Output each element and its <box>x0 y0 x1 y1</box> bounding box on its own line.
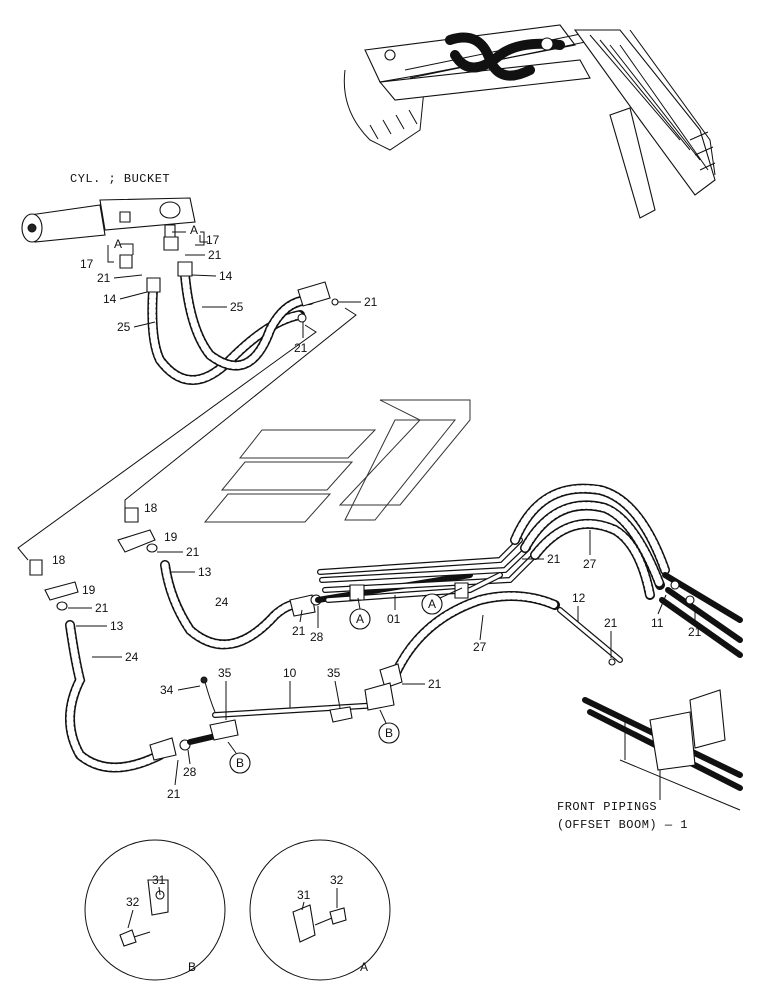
callout-balloon-b1: B <box>227 741 251 774</box>
part-21: 21 <box>186 545 200 559</box>
leader-25 <box>133 321 156 328</box>
leader-14 <box>191 274 217 277</box>
part-28: 28 <box>183 765 197 779</box>
leader-35 <box>334 680 341 709</box>
part-18: 18 <box>52 553 66 567</box>
leader-a-left <box>107 243 134 263</box>
caption-line-2: (OFFSET BOOM) — 1 <box>557 818 688 832</box>
part-14: 14 <box>103 292 117 306</box>
part-19: 19 <box>82 583 96 597</box>
detail-a-part-32: 32 <box>330 873 344 887</box>
part-25: 25 <box>117 320 131 334</box>
part-11: 11 <box>651 616 664 630</box>
leader-14 <box>119 291 148 300</box>
left-hose-24-lower <box>29 559 223 773</box>
part-13: 13 <box>110 619 124 633</box>
part-01: 01 <box>387 612 401 626</box>
bucket-cylinder-illustration <box>21 197 196 243</box>
callout-a: A <box>190 223 198 237</box>
detail-a-letter: A <box>360 960 368 974</box>
part-17: 17 <box>80 257 94 271</box>
callout-balloon-b2: B <box>378 709 400 744</box>
leader-a-right <box>172 231 205 246</box>
part-35: 35 <box>218 666 232 680</box>
part-19: 19 <box>164 530 178 544</box>
detail-a-part-31: 31 <box>297 888 311 902</box>
leader-34 <box>177 685 201 691</box>
part-21: 21 <box>95 601 109 615</box>
boom-clamp-illustration <box>582 689 743 811</box>
detail-b-part-31: 31 <box>152 873 166 887</box>
right-hoses-27 <box>379 483 743 689</box>
caption-line-1: FRONT PIPINGS <box>557 800 657 814</box>
callout-balloon-a2: A <box>421 587 463 615</box>
part-21: 21 <box>364 295 378 309</box>
part-35: 35 <box>327 666 341 680</box>
callout-balloon-a1: A <box>349 597 371 630</box>
cylinder-title: CYL. ; BUCKET <box>70 172 170 186</box>
callout-b: B <box>236 756 244 770</box>
part-25: 25 <box>230 300 244 314</box>
part-21: 21 <box>688 625 702 639</box>
callout-a: A <box>114 237 122 251</box>
part-28: 28 <box>310 630 324 644</box>
part-21: 21 <box>167 787 181 801</box>
leader-21 <box>113 274 143 279</box>
excavator-arm-illustration <box>343 24 716 219</box>
part-17: 17 <box>206 233 220 247</box>
part-21: 21 <box>208 248 222 262</box>
part-21: 21 <box>604 616 618 630</box>
leader-21-28 <box>299 606 319 628</box>
part-24: 24 <box>125 650 139 664</box>
part-27: 27 <box>473 640 487 654</box>
part-21: 21 <box>294 341 308 355</box>
leader-21-28 <box>174 749 191 786</box>
part-21: 21 <box>547 552 561 566</box>
part-27: 27 <box>583 557 597 571</box>
part-24: 24 <box>215 595 229 609</box>
part-21: 21 <box>97 271 111 285</box>
part-12: 12 <box>572 591 586 605</box>
leader-32 <box>127 909 134 929</box>
leader-31 <box>158 886 161 896</box>
callout-a: A <box>428 597 436 611</box>
leader-31 <box>301 901 305 911</box>
watermark-logo <box>203 399 471 523</box>
detail-circle-b <box>84 839 226 981</box>
leader-11 <box>657 594 667 615</box>
center-hose-10 <box>200 676 395 741</box>
center-pipes-01 <box>317 537 538 603</box>
detail-circle-a <box>249 839 391 981</box>
part-21: 21 <box>428 677 442 691</box>
detail-b-part-32: 32 <box>126 895 140 909</box>
part-14: 14 <box>219 269 233 283</box>
detail-b-letter: B <box>188 960 196 974</box>
part-13: 13 <box>198 565 212 579</box>
part-18: 18 <box>144 501 158 515</box>
part-21: 21 <box>292 624 306 638</box>
cylinder-hoses <box>119 236 339 385</box>
callout-b: B <box>385 726 393 740</box>
part-10: 10 <box>283 666 297 680</box>
callout-a: A <box>356 612 364 626</box>
part-34: 34 <box>160 683 174 697</box>
leader-27 <box>479 614 484 641</box>
